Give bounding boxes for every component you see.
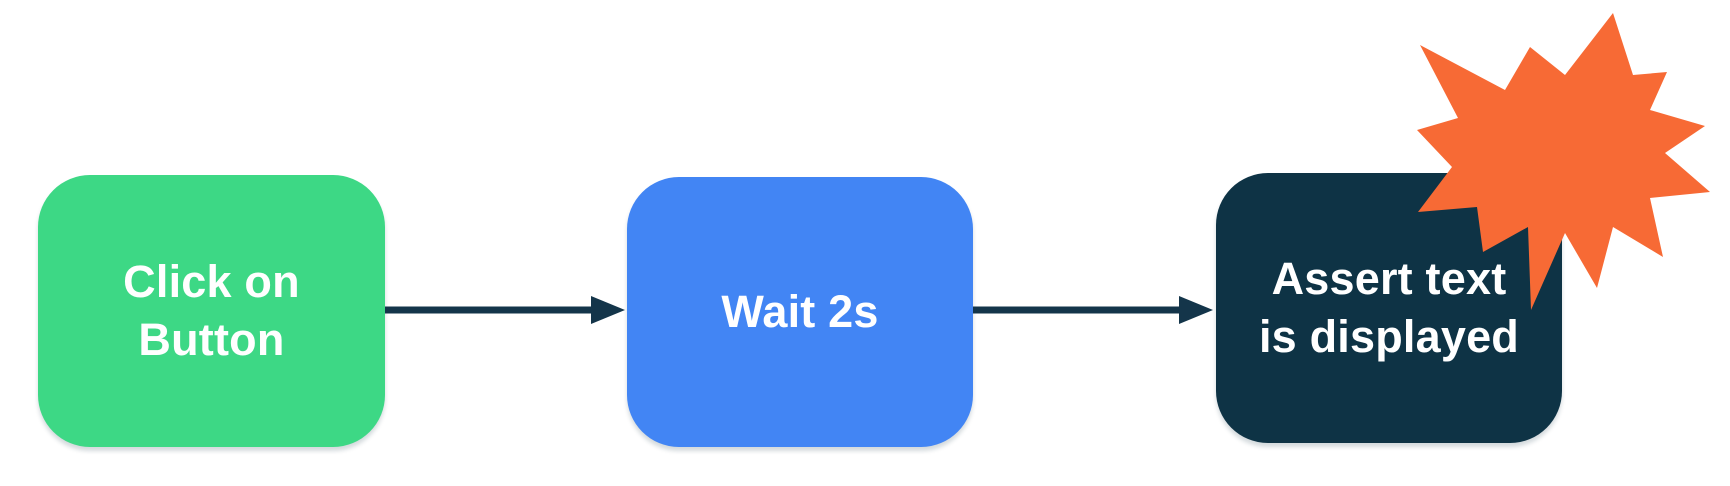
explosion-burst-shape bbox=[1417, 13, 1710, 310]
explosion-burst-icon bbox=[1417, 13, 1710, 310]
flow-node-label: Click on Button bbox=[123, 256, 300, 365]
flow-node-wait-2s: Wait 2s bbox=[627, 177, 973, 447]
flow-node-label: Assert text is displayed bbox=[1258, 253, 1519, 362]
flow-node-label: Wait 2s bbox=[721, 286, 879, 337]
flow-node-click-on-button: Click on Button bbox=[38, 175, 385, 447]
flow-arrow-step2-to-step3 bbox=[973, 296, 1213, 324]
arrow-head-icon bbox=[1179, 296, 1213, 324]
flow-arrow-step1-to-step2 bbox=[385, 296, 625, 324]
arrow-head-icon bbox=[591, 296, 625, 324]
